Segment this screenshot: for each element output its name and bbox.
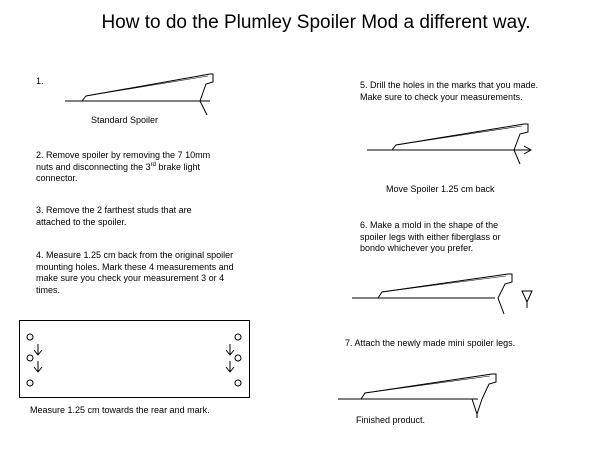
step-1-number: 1. xyxy=(36,76,44,86)
step-5-text: 5. Drill the holes in the marks that you… xyxy=(360,80,539,102)
page-title: How to do the Plumley Spoiler Mod a diff… xyxy=(101,12,531,33)
mold-figure xyxy=(352,273,533,315)
step-4-text: 4. Measure 1.25 cm back from the origina… xyxy=(36,250,234,295)
finished-product-figure xyxy=(338,373,497,418)
diagram-caption: Measure 1.25 cm towards the rear and mar… xyxy=(30,405,210,415)
step-1-caption: Standard Spoiler xyxy=(91,115,159,125)
step-2-text: 2. Remove spoiler by removing the 7 10mm… xyxy=(36,150,221,185)
move-spoiler-figure xyxy=(367,123,533,165)
step-7-text: 7. Attach the newly made mini spoiler le… xyxy=(345,338,516,348)
step-2-text-end: brake light connector. xyxy=(36,161,200,184)
step-2-superscript: rd xyxy=(150,161,156,168)
step-2-text-main: 2. Remove spoiler by removing the 7 10mm… xyxy=(36,150,211,172)
step-6-text: 6. Make a mold in the shape of the spoil… xyxy=(360,220,501,253)
hole-measurement-diagram xyxy=(19,320,250,398)
step-7-caption: Finished product. xyxy=(356,415,426,425)
step-5-caption: Move Spoiler 1.25 cm back xyxy=(386,184,495,194)
standard-spoiler-figure xyxy=(65,73,214,116)
step-3-text: 3. Remove the 2 farthest studs that are … xyxy=(36,205,192,227)
